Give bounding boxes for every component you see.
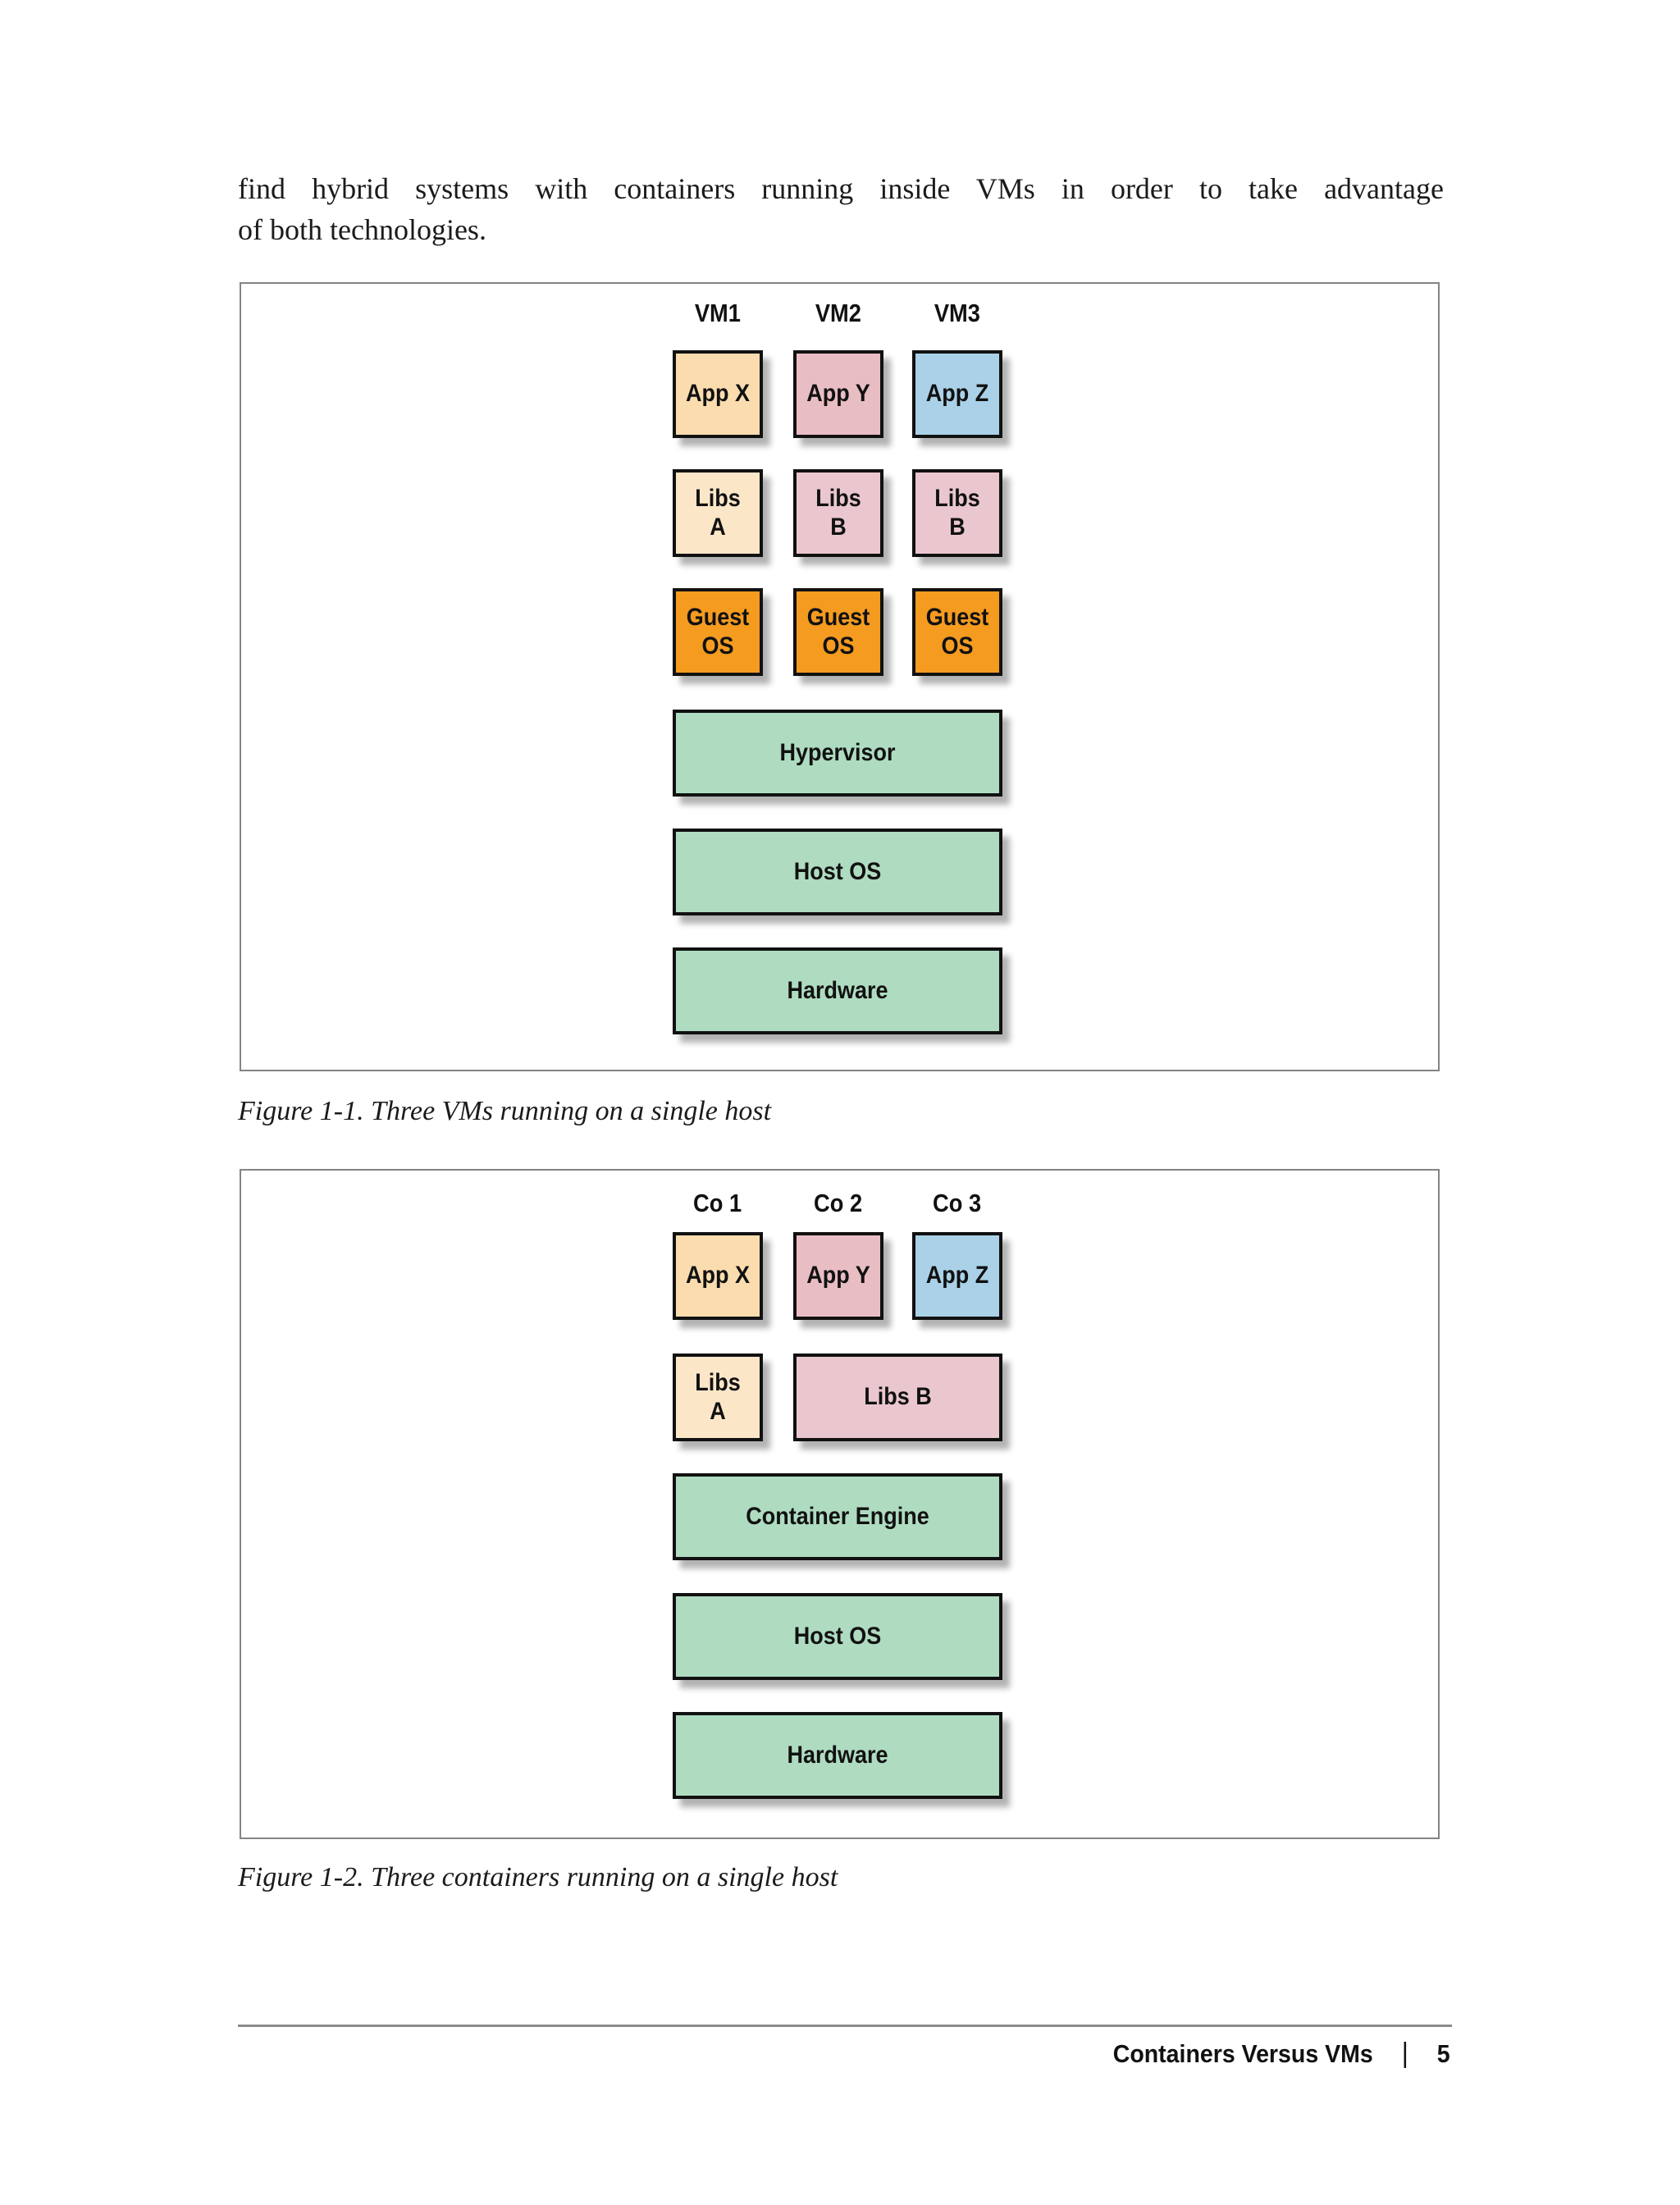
vm3-label: VM3 bbox=[934, 299, 981, 327]
co2-label: Co 2 bbox=[814, 1189, 863, 1217]
box-guest-os: Guest OS bbox=[793, 588, 883, 676]
figure-1-1-caption: Figure 1-1. Three VMs running on a singl… bbox=[238, 1096, 772, 1126]
figure-1-2-frame: Co 1 Co 2 Co 3 App X App Y App Z Libs A … bbox=[240, 1169, 1440, 1839]
page-footer: Containers Versus VMs | 5 bbox=[1113, 2038, 1450, 2070]
box-app-z: App Z bbox=[912, 1232, 1002, 1320]
footer-page-number: 5 bbox=[1437, 2038, 1450, 2068]
co3-label: Co 3 bbox=[933, 1189, 982, 1217]
box-libs-a: Libs A bbox=[673, 1354, 763, 1441]
box-host-os: Host OS bbox=[673, 1593, 1002, 1680]
box-app-y: App Y bbox=[793, 1232, 883, 1320]
footer-section-title: Containers Versus VMs bbox=[1113, 2038, 1374, 2068]
box-hardware: Hardware bbox=[673, 947, 1002, 1034]
box-app-x: App X bbox=[673, 350, 763, 438]
figure-1-2-caption: Figure 1-2. Three containers running on … bbox=[238, 1862, 838, 1892]
box-libs-b: Libs B bbox=[793, 469, 883, 557]
box-app-z: App Z bbox=[912, 350, 1002, 438]
paragraph-line-2: of both technologies. bbox=[238, 213, 486, 246]
footer-rule bbox=[238, 2025, 1452, 2027]
box-app-x: App X bbox=[673, 1232, 763, 1320]
vm2-label: VM2 bbox=[815, 299, 862, 327]
box-hardware: Hardware bbox=[673, 1712, 1002, 1799]
figure-1-1-frame: VM1 VM2 VM3 App X App Y App Z Libs A Lib… bbox=[240, 282, 1440, 1071]
box-host-os: Host OS bbox=[673, 829, 1002, 915]
body-paragraph: find hybrid systems with containers runn… bbox=[238, 168, 1444, 250]
box-guest-os: Guest OS bbox=[912, 588, 1002, 676]
paragraph-line-1: find hybrid systems with containers runn… bbox=[238, 172, 1444, 205]
vm1-label: VM1 bbox=[694, 299, 742, 327]
footer-separator: | bbox=[1402, 2038, 1409, 2069]
box-guest-os: Guest OS bbox=[673, 588, 763, 676]
box-libs-b: Libs B bbox=[912, 469, 1002, 557]
box-container-engine: Container Engine bbox=[673, 1473, 1002, 1560]
box-libs-a: Libs A bbox=[673, 469, 763, 557]
box-libs-b-shared: Libs B bbox=[793, 1354, 1002, 1441]
box-hypervisor: Hypervisor bbox=[673, 710, 1002, 797]
co1-label: Co 1 bbox=[693, 1189, 742, 1217]
box-app-y: App Y bbox=[793, 350, 883, 438]
